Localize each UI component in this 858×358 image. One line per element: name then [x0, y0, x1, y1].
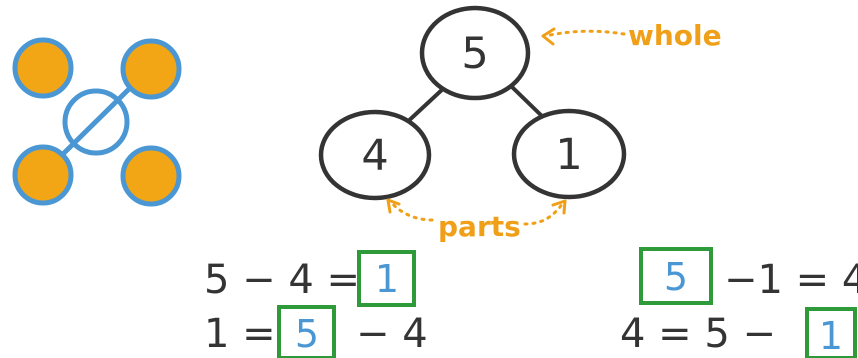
empty-set-circle	[62, 88, 130, 156]
part-right-group: 1	[511, 108, 627, 200]
part-right-circle	[511, 108, 627, 200]
equation-3-box-text: 5	[664, 255, 688, 299]
part-left-number: 4	[361, 131, 388, 181]
whole-annotation: whole	[541, 19, 722, 52]
equation-4-answer-box	[805, 307, 857, 358]
equation-4: 4 = 5 − 1	[620, 307, 857, 358]
equation-4-left-text: 4 = 5 −	[620, 311, 776, 357]
counter-top-right	[120, 38, 182, 100]
equation-1-box-text: 1	[375, 257, 399, 301]
counter-top-left	[12, 37, 74, 99]
equation-2-left-text: 1 =	[204, 311, 276, 357]
part-right-number: 1	[555, 130, 582, 180]
equation-1-left-text: 5 − 4 =	[204, 257, 360, 303]
equation-1: 5 − 4 = 1	[204, 250, 416, 307]
parts-right-dotted-arrow	[523, 201, 565, 226]
whole-dotted-arrow	[543, 29, 626, 38]
bond-line-left	[401, 85, 447, 128]
equation-3: 5 −1 = 4	[639, 247, 858, 305]
empty-set-slash	[60, 86, 132, 157]
parts-annotation: parts	[386, 198, 567, 243]
whole-arrowhead	[541, 27, 556, 46]
part-left-group: 4	[318, 109, 432, 201]
whole-circle-group: 5	[419, 5, 531, 101]
whole-circle	[419, 5, 531, 101]
equation-3-answer-box	[639, 247, 713, 305]
equation-3-right-text: −1 = 4	[724, 257, 858, 303]
equation-2-answer-box	[277, 305, 336, 358]
whole-label: whole	[628, 19, 722, 52]
equation-1-answer-box	[357, 250, 416, 307]
parts-label: parts	[438, 210, 521, 243]
equation-2-right-text: − 4	[356, 311, 428, 357]
part-left-circle	[318, 109, 432, 201]
equation-2-box-text: 5	[295, 312, 319, 356]
equation-2: 1 = 5 − 4	[204, 305, 428, 358]
equation-4-box-text: 1	[819, 314, 843, 358]
bond-line-right	[507, 82, 548, 122]
parts-right-arrowhead	[551, 199, 567, 215]
counter-bottom-right	[120, 145, 182, 207]
bond-lines	[401, 82, 548, 128]
counter-bottom-left	[12, 144, 74, 206]
empty-set-group	[12, 37, 182, 207]
whole-number: 5	[461, 29, 488, 79]
parts-left-arrowhead	[386, 198, 401, 214]
parts-left-dotted-arrow	[388, 199, 434, 222]
